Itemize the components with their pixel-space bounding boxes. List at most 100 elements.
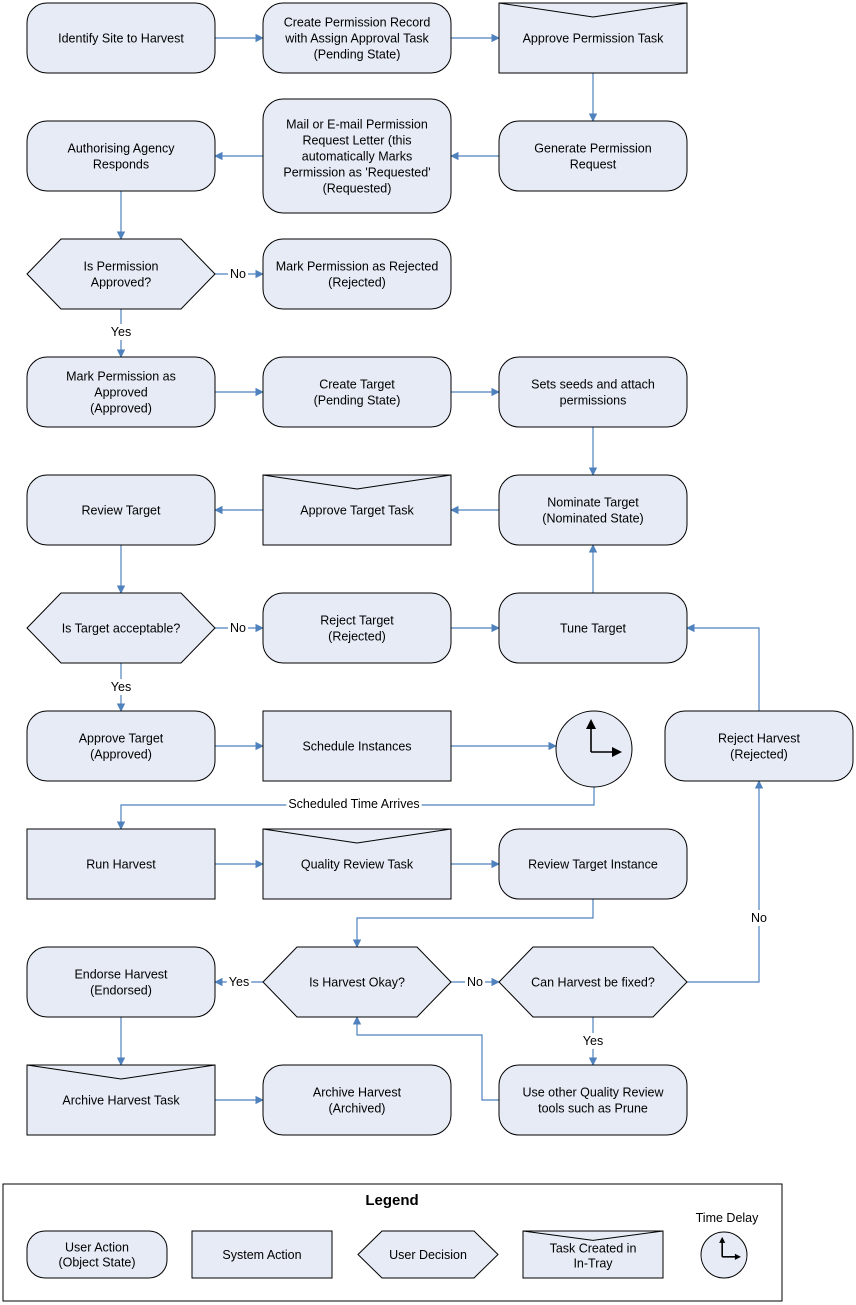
clock-hand-tip-right bbox=[612, 747, 622, 757]
node-mark-permission-approved-label-line: (Approved) bbox=[90, 402, 152, 416]
node-approve-permission-task: Approve Permission Task bbox=[498, 2, 688, 74]
node-mail-permission-letter-label-line: Request Letter (this bbox=[302, 134, 411, 148]
connector-label-bg bbox=[286, 796, 422, 812]
node-approve-permission-task-shape bbox=[498, 2, 688, 74]
connector-label-bg bbox=[465, 974, 486, 990]
node-create-target-label-line: (Pending State) bbox=[314, 394, 401, 408]
connector-line bbox=[352, 1016, 499, 1101]
node-schedule-instances: Schedule Instances bbox=[262, 710, 452, 782]
connector-label: Yes bbox=[229, 975, 249, 989]
connector-review-target-instance-to-is-harvest-okay bbox=[352, 899, 594, 948]
node-approve-permission-task-label-line: Approve Permission Task bbox=[523, 32, 665, 46]
node-mark-permission-approved-shape bbox=[26, 356, 216, 428]
node-run-harvest-shape bbox=[26, 828, 216, 900]
legend-item-user-action: User Action(Object State) bbox=[26, 1230, 168, 1279]
connector-time-delay-to-run-harvest: Scheduled Time Arrives bbox=[116, 787, 595, 830]
node-create-permission-record-label-line: with Assign Approval Task bbox=[284, 32, 429, 46]
node-approve-target-task-shape bbox=[262, 474, 452, 546]
node-create-permission-record-label-line: Create Permission Record bbox=[284, 16, 431, 30]
clock-icon bbox=[700, 1231, 748, 1279]
node-approve-target-task-label-line: Approve Target Task bbox=[300, 504, 414, 518]
connector-reject-harvest-to-tune-target bbox=[686, 623, 760, 711]
node-archive-harvest-shape bbox=[262, 1064, 452, 1136]
node-reject-harvest-label-line: (Rejected) bbox=[730, 748, 788, 762]
node-nominate-target: Nominate Target(Nominated State) bbox=[498, 474, 688, 546]
node-is-target-acceptable: Is Target acceptable? bbox=[26, 592, 216, 664]
node-mark-permission-rejected-label-line: Mark Permission as Rejected bbox=[276, 260, 439, 274]
node-generate-permission-request-label-line: Generate Permission bbox=[534, 142, 651, 156]
node-archive-harvest-task-envelope-flap bbox=[26, 1064, 216, 1080]
connector-can-harvest-be-fixed-to-reject-harvest: No bbox=[687, 780, 770, 983]
connector-label: Yes bbox=[111, 680, 131, 694]
connector-label-bg bbox=[228, 620, 249, 636]
connector-label-bg bbox=[108, 324, 134, 340]
node-archive-harvest-task: Archive Harvest Task bbox=[26, 1064, 216, 1136]
node-is-permission-approved-label-line: Is Permission bbox=[83, 260, 158, 274]
connector-line bbox=[687, 780, 764, 983]
node-approve-target-label-line: (Approved) bbox=[90, 748, 152, 762]
node-archive-harvest-task-shape bbox=[26, 1064, 216, 1136]
node-is-target-acceptable-label-line: Is Target acceptable? bbox=[62, 622, 181, 636]
legend-item-label-line: (Object State) bbox=[58, 1256, 135, 1270]
node-approve-permission-task-envelope-flap bbox=[498, 2, 688, 18]
connector-label-bg bbox=[749, 910, 770, 926]
node-review-target-label-line: Review Target bbox=[82, 504, 162, 518]
node-reject-harvest-shape bbox=[664, 710, 854, 782]
connector-is-target-acceptable-to-reject-target: No bbox=[215, 620, 264, 636]
node-reject-target-shape bbox=[262, 592, 452, 664]
node-endorse-harvest-shape bbox=[26, 946, 216, 1018]
node-endorse-harvest-label-line: Endorse Harvest bbox=[74, 968, 168, 982]
node-mail-permission-letter-label-line: Mail or E-mail Permission bbox=[286, 118, 428, 132]
clock-icon bbox=[555, 710, 633, 788]
legend-item-clock: Time Delay bbox=[696, 1211, 759, 1279]
node-is-harvest-okay: Is Harvest Okay? bbox=[262, 946, 452, 1018]
clock-hand-tip-right bbox=[734, 1253, 741, 1260]
legend-item-label-line: Task Created in bbox=[550, 1242, 637, 1256]
node-quality-review-task: Quality Review Task bbox=[262, 828, 452, 900]
node-create-permission-record-label-line: (Pending State) bbox=[314, 48, 401, 62]
connector-label: Yes bbox=[111, 325, 131, 339]
node-tune-target-label-line: Tune Target bbox=[560, 622, 627, 636]
node-reject-target: Reject Target(Rejected) bbox=[262, 592, 452, 664]
clock-hand-tip-up bbox=[586, 719, 596, 729]
node-archive-harvest: Archive Harvest(Archived) bbox=[262, 1064, 452, 1136]
node-create-target-label-line: Create Target bbox=[319, 378, 395, 392]
node-generate-permission-request-shape bbox=[498, 120, 688, 192]
node-approve-target: Approve Target(Approved) bbox=[26, 710, 216, 782]
node-mark-permission-approved-label-line: Approved bbox=[94, 386, 148, 400]
node-run-harvest-label-line: Run Harvest bbox=[86, 858, 156, 872]
legend-system-action-shape bbox=[191, 1230, 333, 1279]
node-reject-harvest: Reject Harvest (Rejected) bbox=[664, 710, 854, 782]
legend-title: Legend bbox=[365, 1192, 418, 1209]
node-review-target-instance-label-line: Review Target Instance bbox=[528, 858, 658, 872]
legend-item-label-line: Time Delay bbox=[696, 1211, 759, 1225]
legend-item-label-line: In-Tray bbox=[573, 1257, 613, 1271]
legend-item-label-line: User Decision bbox=[389, 1248, 467, 1262]
node-mark-permission-rejected-label-line: (Rejected) bbox=[328, 276, 386, 290]
node-reject-harvest-label-line: Reject Harvest bbox=[718, 732, 800, 746]
node-layer: Identify Site to Harvest Create Permissio… bbox=[26, 2, 854, 1136]
node-endorse-harvest-label-line: (Endorsed) bbox=[90, 984, 152, 998]
node-create-target: Create Target (Pending State) bbox=[262, 356, 452, 428]
connector-is-harvest-okay-to-endorse-harvest: Yes bbox=[214, 974, 263, 990]
node-can-harvest-be-fixed: Can Harvest be fixed? bbox=[498, 946, 688, 1018]
connector-label: No bbox=[467, 975, 483, 989]
node-sets-seeds-shape bbox=[498, 356, 688, 428]
node-tune-target-shape bbox=[498, 592, 688, 664]
clock-hand-tip-up bbox=[719, 1236, 726, 1243]
node-approve-target-task-envelope-flap bbox=[262, 474, 452, 490]
node-tune-target: Tune Target bbox=[498, 592, 688, 664]
legend-item-decision: User Decision bbox=[357, 1230, 499, 1279]
node-archive-harvest-task-label-line: Archive Harvest Task bbox=[62, 1094, 180, 1108]
node-identify-site-label-line: Identify Site to Harvest bbox=[58, 32, 184, 46]
node-is-permission-approved-shape bbox=[26, 238, 216, 310]
node-sets-seeds-label-line: Sets seeds and attach bbox=[531, 378, 655, 392]
node-is-harvest-okay-label-line: Is Harvest Okay? bbox=[309, 976, 405, 990]
node-use-other-tools-label-line: Use other Quality Review bbox=[522, 1086, 664, 1100]
connector-label-bg bbox=[108, 679, 134, 695]
node-create-permission-record: Create Permission Record with Assign Appr… bbox=[262, 2, 452, 74]
node-review-target: Review Target bbox=[26, 474, 216, 546]
